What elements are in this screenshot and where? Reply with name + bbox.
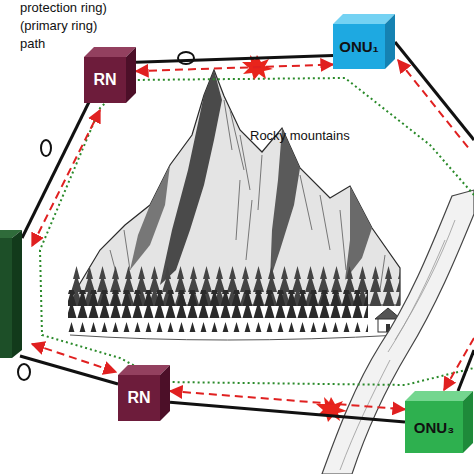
river-illustration <box>322 190 474 474</box>
protection-path <box>32 110 100 246</box>
fiber-coil <box>18 364 30 380</box>
legend-text: protection ring) <box>20 0 107 15</box>
cube-front <box>118 375 160 421</box>
fiber-line <box>22 100 90 238</box>
fiber-line <box>458 350 474 391</box>
box-side <box>12 230 22 358</box>
node-label: RN <box>93 71 116 89</box>
node-label: ONU₃ <box>414 419 454 436</box>
mountain-shadow <box>160 70 222 285</box>
cube-side <box>160 365 170 421</box>
cube-front <box>84 57 126 103</box>
box-front <box>0 238 12 358</box>
river-ripples <box>340 220 455 470</box>
olt-box <box>0 230 22 358</box>
area-label: Rocky mountains <box>250 128 350 143</box>
mountain-illustration <box>68 70 401 340</box>
river-band <box>322 190 474 474</box>
cube-label-area: RN <box>84 57 126 103</box>
mountain-shadow <box>130 165 170 270</box>
node-cube: RN <box>84 47 136 103</box>
protection-arrow <box>136 65 333 72</box>
fiber-line <box>395 42 474 140</box>
cube-top <box>333 14 395 24</box>
cube-side <box>126 47 136 103</box>
protection-path <box>398 60 470 150</box>
fiber-coil <box>178 52 194 64</box>
fiber-link <box>136 56 333 63</box>
legend-entry: protection ring) <box>20 0 107 15</box>
cube-label-area: ONU₃ <box>405 401 463 453</box>
cube-side <box>463 391 473 453</box>
ground-line <box>70 335 400 340</box>
protection-path <box>444 338 474 390</box>
legend-entry: path <box>20 36 45 51</box>
forest-band <box>68 290 368 332</box>
node-cube: ONU₃ <box>405 391 473 453</box>
cube-label-area: RN <box>118 375 160 421</box>
legend-text: path <box>20 36 45 51</box>
fiber-coil <box>41 140 51 156</box>
legend-text: (primary ring) <box>20 18 97 33</box>
hatch-lines <box>110 100 385 290</box>
cube-top <box>405 391 473 401</box>
cube-front <box>333 24 385 69</box>
dotted-path <box>40 78 474 385</box>
mountain-range <box>70 70 400 305</box>
node-label: RN <box>127 389 150 407</box>
cube-side <box>385 14 395 69</box>
fiber-line <box>20 356 118 384</box>
node-cube: ONU₁ <box>333 14 395 69</box>
cube-label-area: ONU₁ <box>333 24 385 69</box>
fiber-link <box>170 402 405 422</box>
legend-entry: (primary ring) <box>20 18 97 33</box>
mountain-shadow <box>270 128 300 280</box>
cube-front <box>405 401 463 453</box>
protection-path <box>32 344 116 372</box>
node-cube: RN <box>118 365 170 421</box>
node-label: ONU₁ <box>339 38 379 55</box>
protection-arrow <box>170 391 405 409</box>
